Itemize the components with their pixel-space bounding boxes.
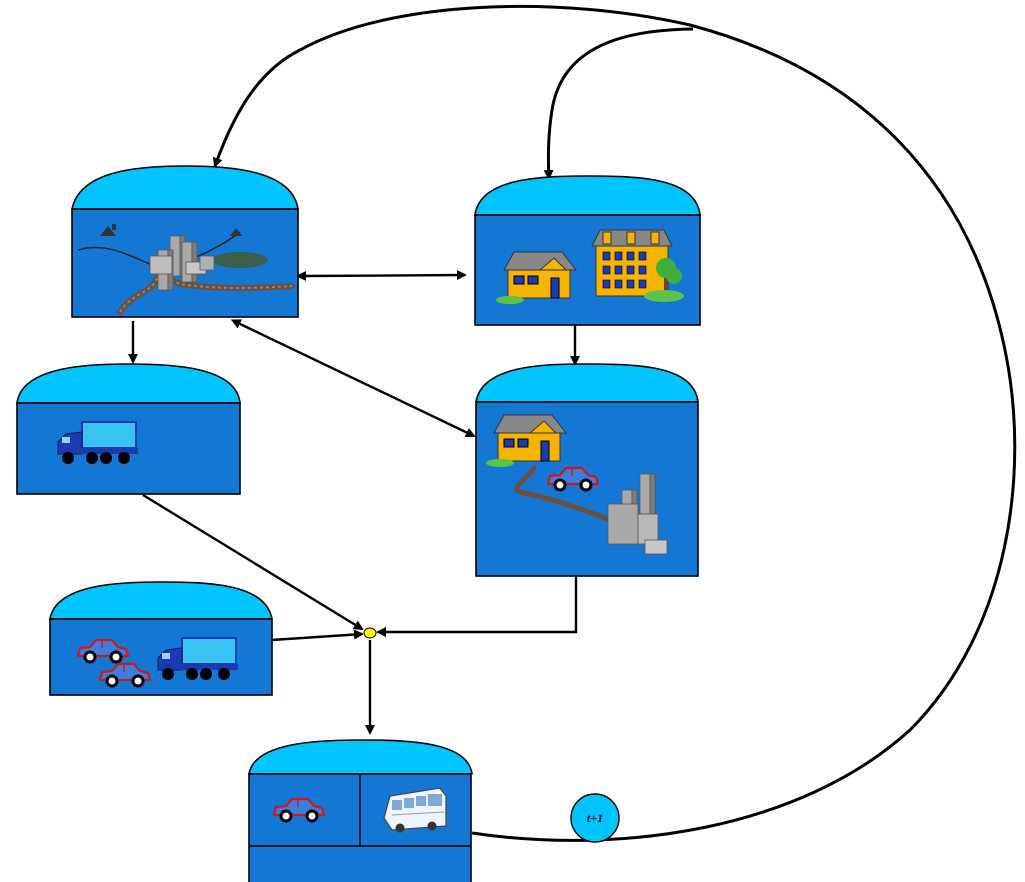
node-cap bbox=[16, 363, 241, 404]
feedback-housing-arrow bbox=[543, 27, 694, 180]
node-cap bbox=[49, 581, 273, 620]
apartment-building-icon bbox=[591, 229, 673, 297]
road-icon bbox=[119, 275, 293, 313]
city-buildings-icon bbox=[149, 235, 215, 291]
node-mode-choice bbox=[248, 739, 473, 882]
road-icon bbox=[514, 465, 613, 523]
node-commuting-trips bbox=[475, 363, 699, 577]
feedback-loop-arrow bbox=[212, 5, 1017, 842]
junction-node bbox=[363, 627, 377, 639]
tree-icon bbox=[644, 258, 684, 302]
city-housing-arrow bbox=[296, 270, 467, 281]
traffic-junction-arrow bbox=[271, 629, 364, 642]
office-buildings-icon bbox=[607, 473, 668, 555]
connectors bbox=[128, 5, 1017, 842]
node-cap bbox=[71, 165, 299, 210]
node-residential-housing bbox=[474, 175, 701, 326]
node-cap bbox=[474, 175, 701, 216]
bus-icon bbox=[383, 787, 447, 833]
commuting-junction-arrow bbox=[376, 577, 578, 637]
node-land-use-city bbox=[71, 165, 299, 318]
freight-junction-arrow bbox=[142, 493, 364, 631]
time-step-badge: t+1 bbox=[570, 793, 620, 843]
node-traffic-mix bbox=[49, 581, 273, 696]
city-commuting-arrow bbox=[230, 319, 476, 438]
node-freight-transport bbox=[16, 363, 241, 495]
node-cap bbox=[248, 739, 473, 775]
time-step-label: t+1 bbox=[587, 811, 603, 825]
node-cap bbox=[475, 363, 699, 403]
lake-icon bbox=[212, 252, 268, 268]
tree-icon bbox=[100, 224, 242, 236]
